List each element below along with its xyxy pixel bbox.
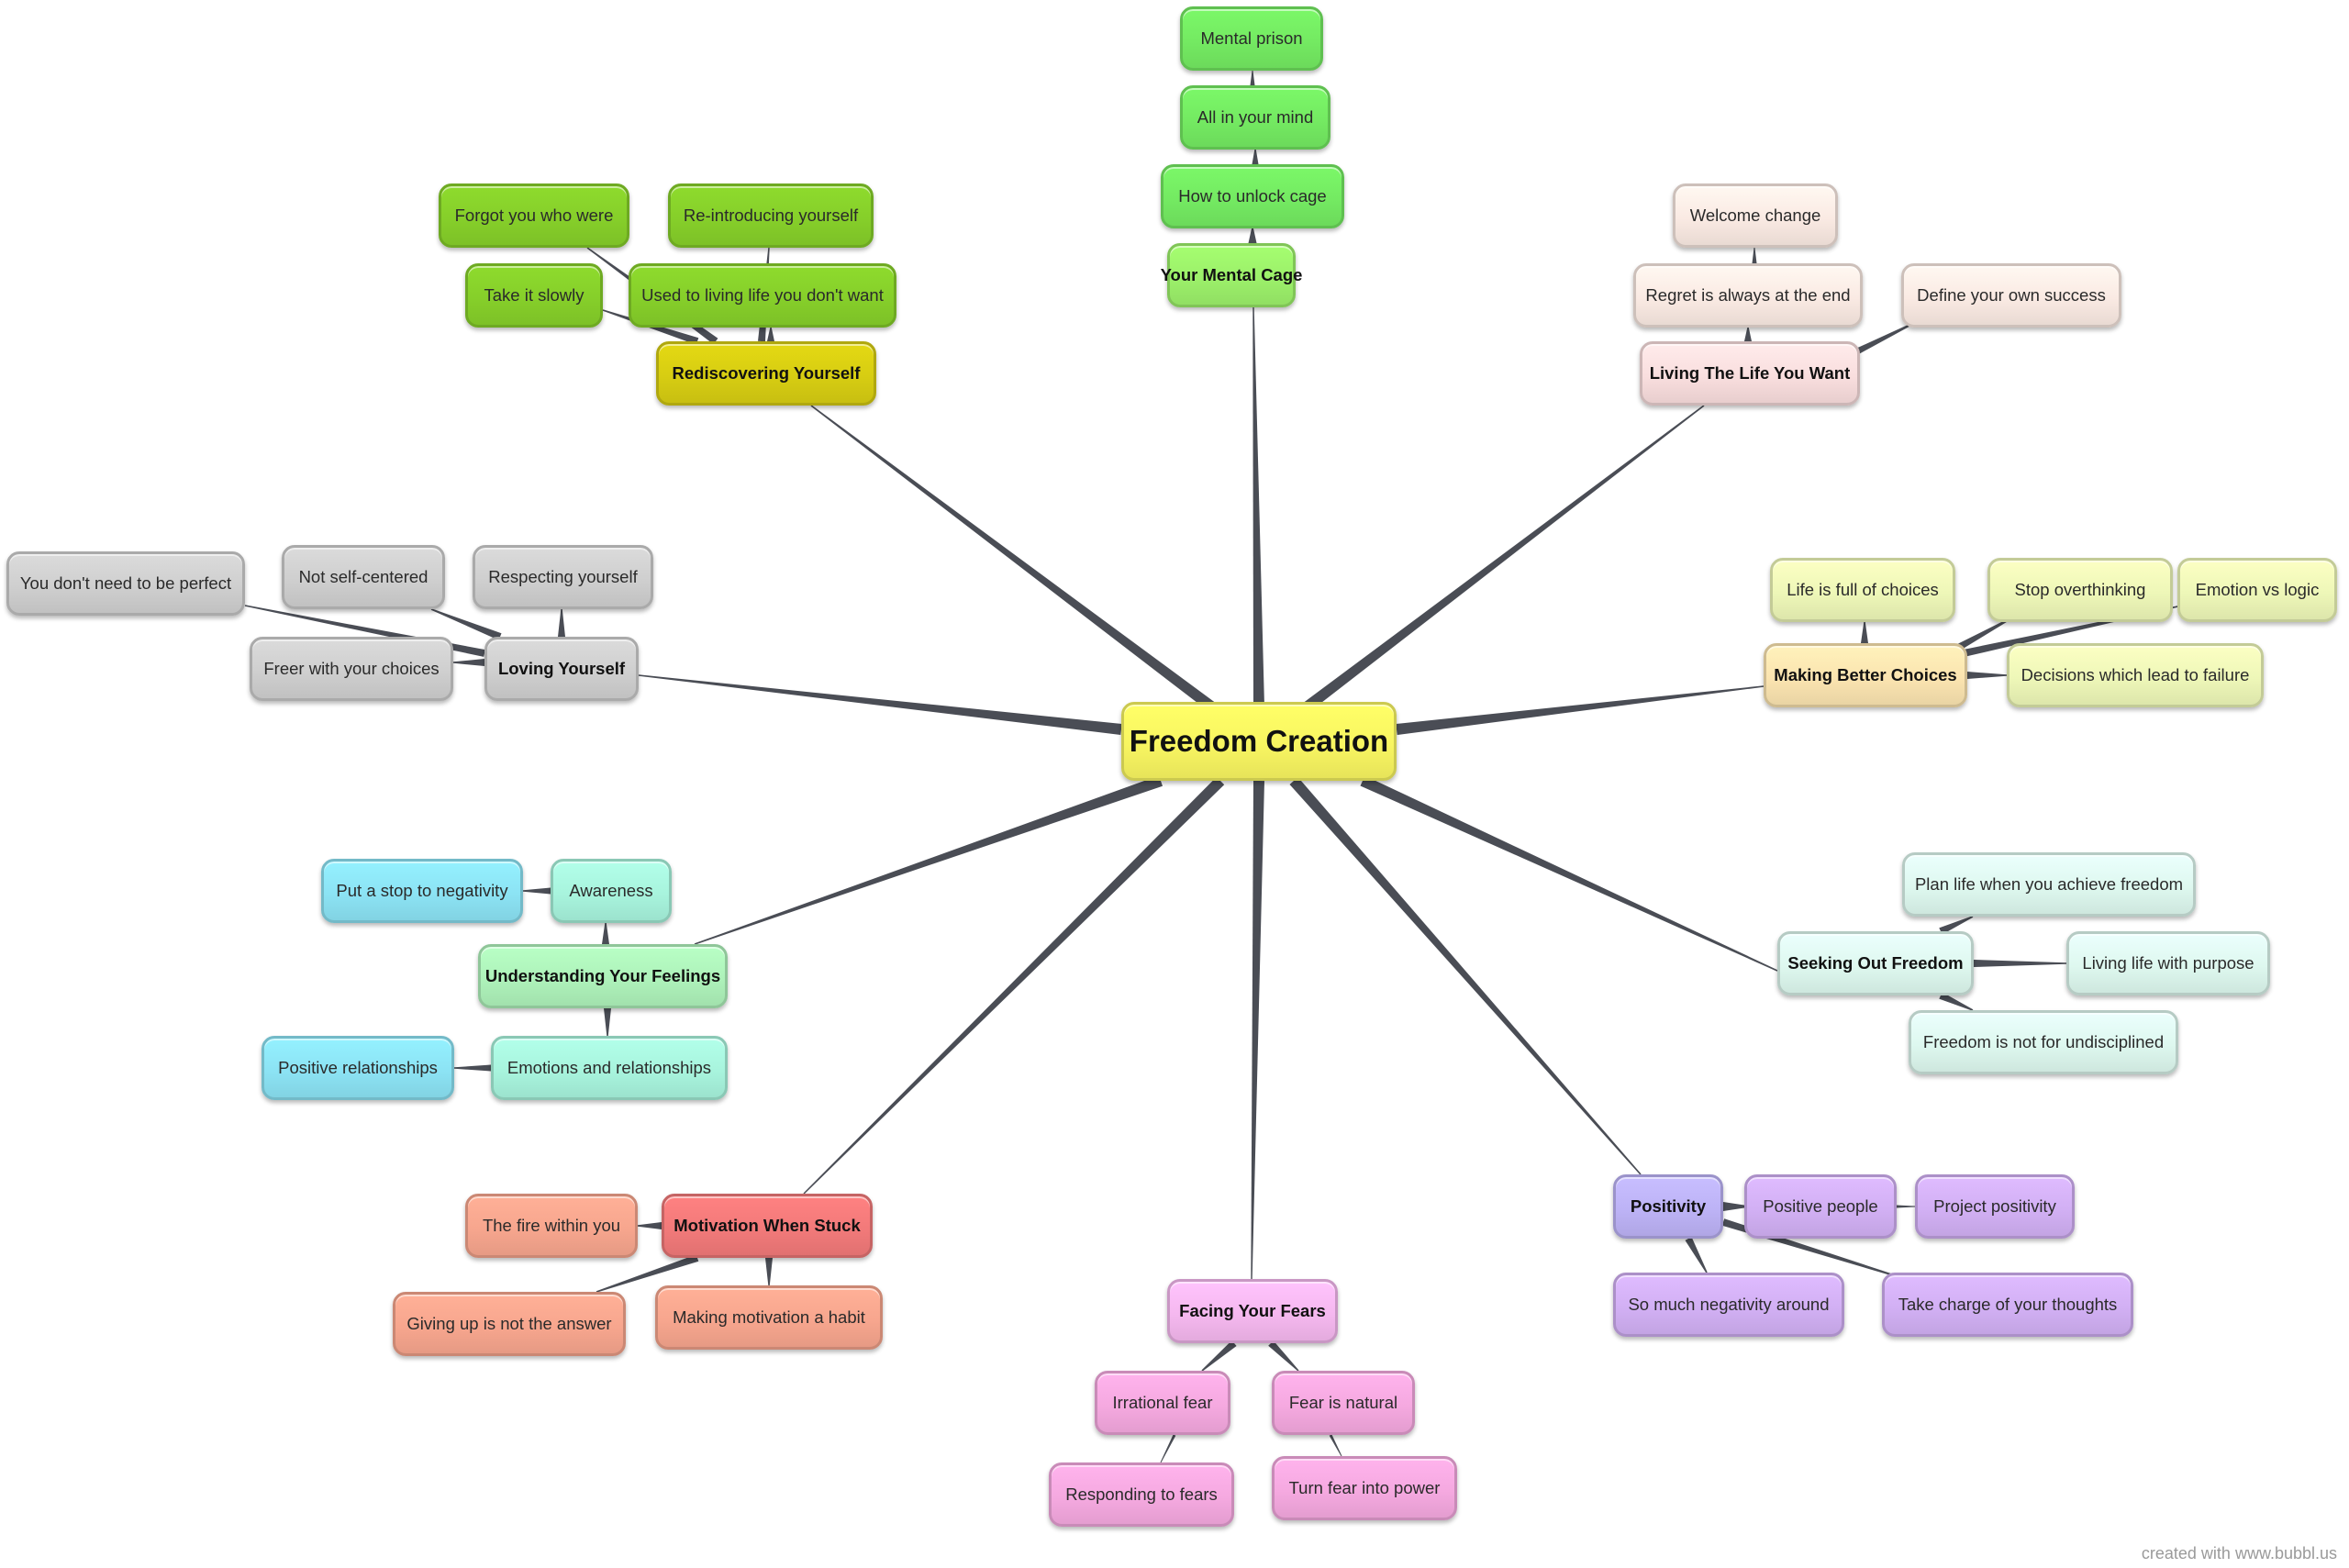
connector-center-rd [810, 405, 1215, 711]
connector-center-ly [638, 674, 1122, 735]
connector-pp0-pp1 [1897, 1205, 1915, 1208]
leaf-node-ff3[interactable]: Turn fear into power [1272, 1456, 1457, 1520]
leaf-node-so0[interactable]: Plan life when you achieve freedom [1902, 852, 2196, 917]
connector-ly-ly3 [558, 609, 565, 637]
leaf-node-mc0[interactable]: How to unlock cage [1161, 164, 1344, 228]
leaf-node-ly2[interactable]: Not self-centered [282, 545, 445, 609]
leaf-node-pp3[interactable]: Take charge of your thoughts [1882, 1273, 2133, 1337]
connector-center-uf [694, 775, 1163, 945]
connector-mc-mc0 [1248, 228, 1257, 243]
leaf-node-mc1[interactable]: All in your mind [1180, 85, 1330, 150]
leaf-node-bc1[interactable]: Stop overthinking [1987, 558, 2173, 622]
connector-pp-pp2 [1685, 1237, 1708, 1273]
connector-uf0-uf1 [523, 887, 551, 895]
connector-uf-uf0 [602, 923, 609, 944]
leaf-node-rd3[interactable]: Re-introducing yourself [668, 183, 874, 248]
leaf-node-bc0[interactable]: Life is full of choices [1770, 558, 1955, 622]
watermark: created with www.bubbl.us [2141, 1544, 2337, 1562]
leaf-node-ly0[interactable]: Freer with your choices [250, 637, 453, 701]
connector-pp-pp0 [1723, 1202, 1744, 1211]
connector-ly-ly0 [453, 659, 484, 666]
leaf-node-uf2[interactable]: Emotions and relationships [491, 1036, 728, 1100]
connector-mc0-mc1 [1252, 150, 1259, 164]
leaf-node-pp2[interactable]: So much negativity around [1613, 1273, 1844, 1337]
branch-node-lf[interactable]: Living The Life You Want [1640, 341, 1860, 406]
connector-bc-bc1 [1953, 616, 2015, 653]
leaf-node-mw2[interactable]: Making motivation a habit [655, 1285, 883, 1350]
connector-ff-ff0 [1201, 1340, 1237, 1372]
center-node[interactable]: Freedom Creation [1121, 702, 1397, 781]
leaf-node-lf2[interactable]: Define your own success [1901, 263, 2121, 328]
connector-bc-bc3 [1967, 672, 2007, 679]
branch-node-ly[interactable]: Loving Yourself [484, 637, 639, 701]
connector-center-mw [803, 776, 1225, 1195]
connector-center-so [1360, 775, 1778, 972]
connector-center-mc [1252, 307, 1264, 707]
leaf-node-lf1[interactable]: Welcome change [1673, 183, 1838, 248]
connector-mw-mw2 [765, 1258, 773, 1285]
leaf-node-uf0[interactable]: Awareness [551, 859, 672, 923]
connector-uf2-uf3 [454, 1064, 491, 1072]
branch-node-bc[interactable]: Making Better Choices [1764, 643, 1967, 707]
branch-node-mw[interactable]: Motivation When Stuck [662, 1194, 873, 1258]
leaf-node-rd1[interactable]: Used to living life you don't want [629, 263, 896, 328]
branch-node-uf[interactable]: Understanding Your Feelings [478, 944, 728, 1008]
leaf-node-pp0[interactable]: Positive people [1744, 1174, 1897, 1239]
leaf-node-lf0[interactable]: Regret is always at the end [1633, 263, 1863, 328]
connector-center-lf [1304, 405, 1705, 711]
branch-node-ff[interactable]: Facing Your Fears [1167, 1279, 1338, 1343]
connector-bc-bc0 [1861, 622, 1868, 643]
leaf-node-uf3[interactable]: Positive relationships [262, 1036, 454, 1100]
connector-so-so0 [1939, 916, 1974, 935]
leaf-node-ff1[interactable]: Responding to fears [1049, 1462, 1234, 1527]
branch-node-pp[interactable]: Positivity [1613, 1174, 1723, 1239]
leaf-node-so1[interactable]: Living life with purpose [2066, 931, 2270, 995]
leaf-node-bc2[interactable]: Emotion vs logic [2177, 558, 2337, 622]
leaf-node-so2[interactable]: Freedom is not for undisciplined [1909, 1010, 2178, 1074]
leaf-node-rd0[interactable]: Take it slowly [465, 263, 603, 328]
leaf-node-uf1[interactable]: Put a stop to negativity [321, 859, 523, 923]
connector-rd-rd1 [767, 328, 774, 341]
connector-mw-mw0 [638, 1222, 662, 1229]
leaf-node-mw0[interactable]: The fire within you [465, 1194, 638, 1258]
leaf-node-mc2[interactable]: Mental prison [1180, 6, 1323, 71]
connector-ff2-ff3 [1329, 1434, 1342, 1457]
connector-so-so1 [1974, 960, 2066, 967]
connector-uf-uf2 [604, 1008, 611, 1036]
connector-mw-mw1 [596, 1254, 699, 1293]
branch-node-so[interactable]: Seeking Out Freedom [1777, 931, 1974, 995]
connector-ff-ff2 [1268, 1340, 1299, 1372]
leaf-node-ly3[interactable]: Respecting yourself [473, 545, 653, 609]
branch-node-mc[interactable]: Your Mental Cage [1161, 243, 1302, 307]
connector-so-so2 [1939, 992, 1974, 1011]
leaf-node-ff0[interactable]: Irrational fear [1095, 1371, 1230, 1435]
connector-ff0-ff1 [1160, 1434, 1176, 1463]
connector-lf-lf0 [1744, 328, 1752, 341]
leaf-node-mw1[interactable]: Giving up is not the answer [393, 1292, 626, 1356]
connector-lf-lf2 [1842, 320, 1919, 361]
leaf-node-pp1[interactable]: Project positivity [1915, 1174, 2075, 1239]
connector-center-bc [1396, 685, 1765, 735]
connector-ly-ly2 [430, 608, 502, 640]
connector-lf0-lf1 [1752, 248, 1757, 263]
leaf-node-ff2[interactable]: Fear is natural [1272, 1371, 1415, 1435]
connector-center-ff [1251, 780, 1264, 1279]
connector-center-pp [1289, 777, 1642, 1175]
leaf-node-rd2[interactable]: Forgot you who were [439, 183, 629, 248]
branch-node-rd[interactable]: Rediscovering Yourself [656, 341, 876, 406]
leaf-node-bc3[interactable]: Decisions which lead to failure [2007, 643, 2264, 707]
leaf-node-ly1[interactable]: You don't need to be perfect [6, 551, 245, 616]
connector-mc1-mc2 [1250, 71, 1255, 85]
